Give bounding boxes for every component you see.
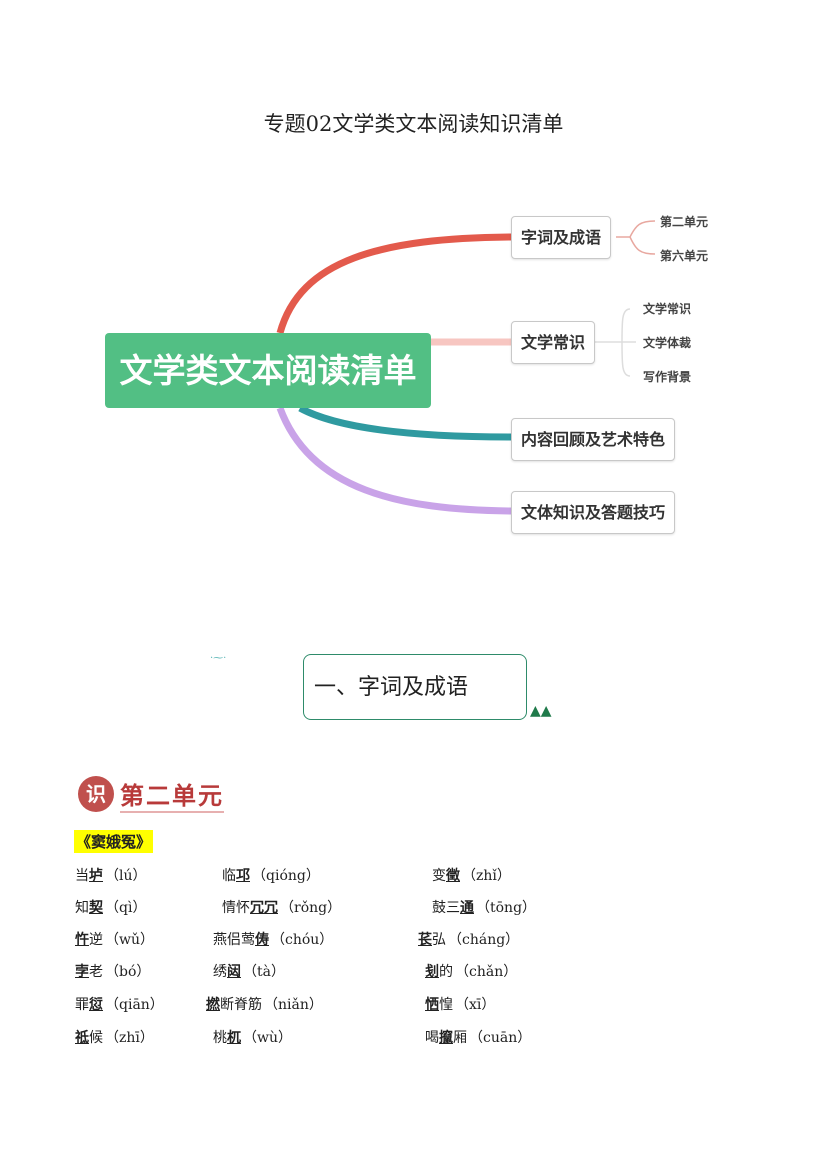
vocab-text: 绣 xyxy=(213,964,227,980)
vocab-key-char: 垆 xyxy=(89,868,103,884)
vocab-item: 罪愆（qiān） xyxy=(75,994,164,1014)
vocab-text: 惶 xyxy=(439,997,453,1013)
unit-heading: 识 第二单元 xyxy=(78,775,224,813)
vocab-key-char: 恓 xyxy=(425,997,439,1013)
tree-decoration-icon: ▲▲ xyxy=(530,703,552,719)
vocab-key-char: 刬 xyxy=(425,964,439,980)
leaf-literary-common: 文学常识 xyxy=(643,302,692,316)
mindmap-center-node: 文学类文本阅读清单 xyxy=(105,333,431,408)
vocab-item: 燕侣莺俦（chóu） xyxy=(213,929,333,949)
vocab-text: 变 xyxy=(432,868,446,884)
vocab-key-char: 徵 xyxy=(446,868,460,884)
vocab-item: 苌弘（cháng） xyxy=(418,929,519,949)
vocab-pinyin: （wù） xyxy=(243,1030,292,1046)
node-genre-skills: 文体知识及答题技巧 xyxy=(511,491,676,534)
vocab-pinyin: （zhī） xyxy=(105,1030,154,1046)
vocab-pinyin: （cháng） xyxy=(448,932,520,948)
vocab-text: 逆 xyxy=(89,932,103,948)
vocab-key-char: 闼 xyxy=(227,964,241,980)
vocab-pinyin: （xī） xyxy=(455,997,496,1013)
vocab-text: 知 xyxy=(75,900,89,916)
branch-line-content xyxy=(298,404,513,441)
vocab-item: 孛老（bó） xyxy=(75,961,150,981)
vocab-pinyin: （bó） xyxy=(105,964,151,980)
vocab-key-char: 冗冗 xyxy=(250,900,278,916)
vocab-item: 撚断脊筋（niǎn） xyxy=(206,994,323,1014)
vocab-text: 临 xyxy=(222,868,236,884)
work-title: 《窦娥冤》 xyxy=(74,830,154,853)
vocab-key-char: 忤 xyxy=(75,932,89,948)
vocab-text: 罪 xyxy=(75,997,89,1013)
vocab-pinyin: （niǎn） xyxy=(264,997,323,1013)
vocab-pinyin: （tà） xyxy=(243,964,285,980)
vocab-key-char: 苌 xyxy=(418,932,432,948)
vocab-pinyin: （zhǐ） xyxy=(462,868,511,884)
vocab-text: 当 xyxy=(75,868,89,884)
vocab-pinyin: （wǔ） xyxy=(105,932,154,948)
vocab-text: 候 xyxy=(89,1030,103,1046)
vocab-text: 的 xyxy=(439,964,453,980)
vocab-pinyin: （lú） xyxy=(105,868,147,884)
vocab-text: 弘 xyxy=(432,932,446,948)
vocab-item: 临邛（qióng） xyxy=(222,865,320,885)
vocab-item: 当垆（lú） xyxy=(75,865,147,885)
sub-line-literature xyxy=(592,308,636,377)
node-content-review: 内容回顾及艺术特色 xyxy=(511,418,676,461)
vocab-text: 喝 xyxy=(425,1030,439,1046)
vocab-pinyin: （rǒng） xyxy=(280,900,342,916)
vocab-key-char: 撚 xyxy=(206,997,220,1013)
vocab-pinyin: （chǎn） xyxy=(455,964,518,980)
vocab-item: 情怀冗冗（rǒng） xyxy=(222,897,341,917)
vocab-text: 鼓三 xyxy=(432,900,460,916)
leaf-writing-background: 写作背景 xyxy=(643,370,692,384)
knowledge-badge-icon: 识 xyxy=(78,776,114,812)
vocab-key-char: 杌 xyxy=(227,1030,241,1046)
vocab-item: 绣闼（tà） xyxy=(213,961,285,981)
vocab-key-char: 邛 xyxy=(236,868,250,884)
vocab-item: 喝攛厢（cuān） xyxy=(425,1027,531,1047)
leaf-literary-genre: 文学体裁 xyxy=(643,336,692,350)
vocab-item: 知契（qì） xyxy=(75,897,146,917)
vocab-text: 厢 xyxy=(453,1030,467,1046)
vocab-pinyin: （cuān） xyxy=(469,1030,532,1046)
vocab-key-char: 祗 xyxy=(75,1030,89,1046)
leaf-unit-6: 第六单元 xyxy=(660,249,709,263)
vocab-key-char: 契 xyxy=(89,900,103,916)
vocab-text: 老 xyxy=(89,964,103,980)
vocab-pinyin: （qì） xyxy=(105,900,147,916)
node-words-idioms: 字词及成语 xyxy=(511,216,612,259)
vocab-key-char: 孛 xyxy=(75,964,89,980)
vocab-item: 恓惶（xī） xyxy=(425,994,495,1014)
vocab-text: 燕侣莺 xyxy=(213,932,255,948)
section-heading: 一、字词及成语 xyxy=(303,654,527,720)
vocab-pinyin: （chóu） xyxy=(271,932,334,948)
vocab-item: 祗候（zhī） xyxy=(75,1027,154,1047)
vocab-key-char: 通 xyxy=(460,900,474,916)
page-title: 专题02文学类文本阅读知识清单 xyxy=(263,112,564,136)
branch-line-genre xyxy=(276,406,513,515)
vocab-item: 刬的（chǎn） xyxy=(425,961,517,981)
decoration-icon: ·⁓· xyxy=(210,653,227,664)
unit-heading-text: 第二单元 xyxy=(120,776,224,813)
mindmap-connectors xyxy=(276,220,656,515)
vocab-item: 鼓三通（tōng） xyxy=(432,897,536,917)
vocab-key-char: 愆 xyxy=(89,997,103,1013)
vocab-text: 断脊筋 xyxy=(220,997,262,1013)
vocab-item: 桃杌（wù） xyxy=(213,1027,292,1047)
vocab-key-char: 攛 xyxy=(439,1030,453,1046)
vocab-text: 情怀 xyxy=(222,900,250,916)
vocab-text: 桃 xyxy=(213,1030,227,1046)
vocab-item: 变徵（zhǐ） xyxy=(432,865,511,885)
branch-line-words xyxy=(276,233,513,334)
vocab-key-char: 俦 xyxy=(255,932,269,948)
vocab-pinyin: （tōng） xyxy=(476,900,537,916)
vocab-pinyin: （qióng） xyxy=(252,868,320,884)
vocab-item: 忤逆（wǔ） xyxy=(75,929,154,949)
leaf-unit-2: 第二单元 xyxy=(660,215,709,229)
vocab-pinyin: （qiān） xyxy=(105,997,164,1013)
node-literary-knowledge: 文学常识 xyxy=(511,321,596,364)
sub-line-words xyxy=(616,220,656,255)
